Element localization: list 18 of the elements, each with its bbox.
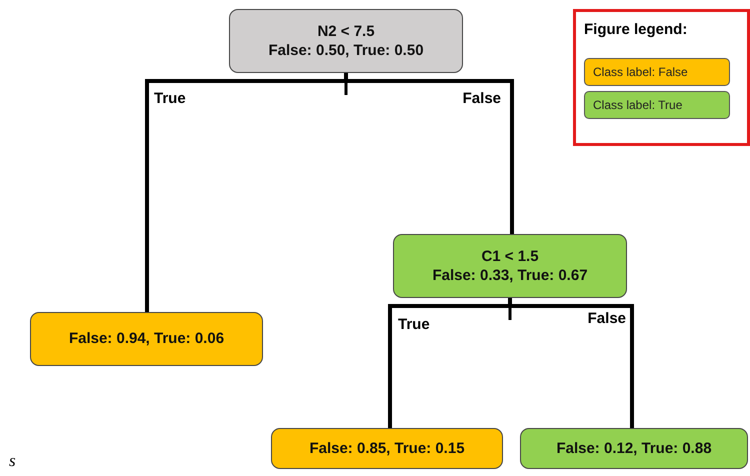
node-text: N2 < 7.5: [317, 22, 375, 41]
leaf-node-box: [30, 312, 263, 366]
leaf-node-box: [520, 428, 748, 469]
node-text: False: 0.94, True: 0.06: [68, 329, 224, 349]
node-text: False: 0.50, True: 0.50: [268, 41, 424, 60]
legend-title: Figure legend:: [584, 21, 688, 38]
stray-letter: s: [9, 451, 16, 471]
tree-branch-line: [344, 73, 514, 234]
leaf-node-box: [271, 428, 503, 469]
node-text: C1 < 1.5: [481, 246, 539, 266]
legend-label: Class label: True: [592, 98, 682, 112]
node-text: False: 0.33, True: 0.67: [432, 266, 588, 286]
tree-branch-line: [508, 298, 634, 428]
node-text: False: 0.12, True: 0.88: [556, 438, 712, 458]
decision-node-box: [229, 9, 463, 73]
decision-node-box: [393, 234, 627, 298]
node-text: False: 0.85, True: 0.15: [309, 438, 465, 458]
legend-label: Class label: False: [592, 65, 688, 79]
